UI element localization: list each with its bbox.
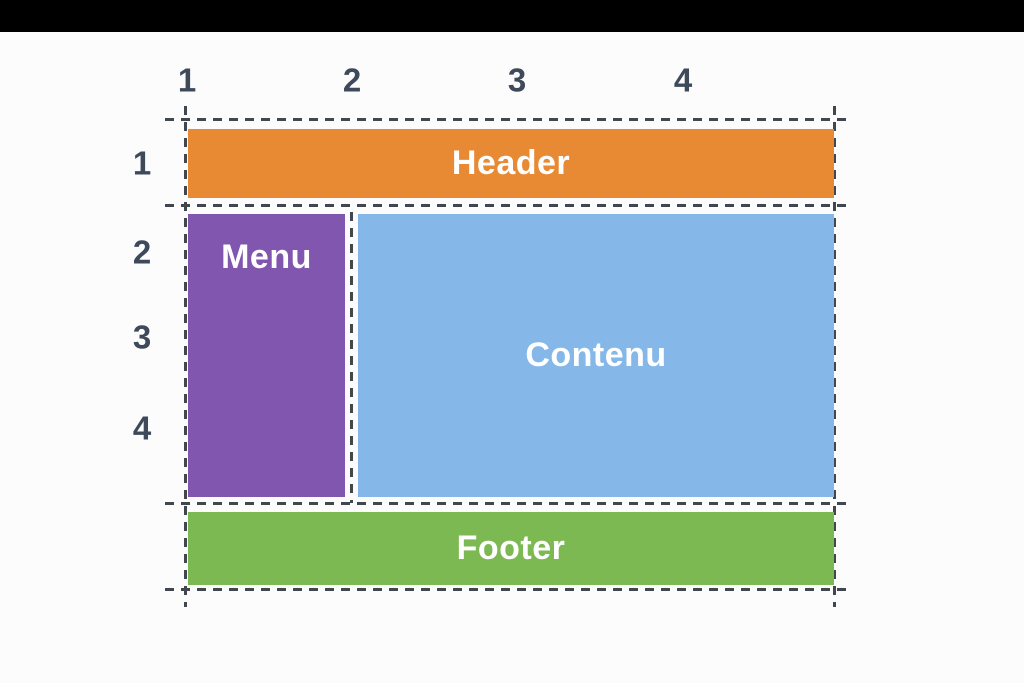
content-area: Contenu (358, 214, 834, 497)
grid-row-line-3 (165, 502, 852, 505)
column-tick-4 (681, 106, 684, 118)
row-number-3: 3 (132, 318, 152, 356)
header-area-label: Header (451, 144, 571, 182)
menu-content-divider-line (350, 212, 353, 503)
row-number-2: 2 (132, 233, 152, 271)
column-tick-2 (350, 106, 353, 118)
column-line-number-3: 3 (507, 61, 527, 99)
grid-column-line-right (833, 106, 836, 607)
row-number-1: 1 (132, 144, 152, 182)
grid-row-line-1 (165, 118, 852, 121)
row-number-4: 4 (132, 409, 152, 447)
column-line-number-1: 1 (177, 61, 197, 99)
column-tick-3 (516, 106, 519, 118)
column-line-number-4: 4 (673, 61, 693, 99)
footer-area: Footer (188, 512, 834, 585)
menu-area: Menu (188, 214, 345, 497)
grid-column-line-left (184, 106, 187, 607)
header-area: Header (188, 129, 834, 198)
content-area-label: Contenu (525, 336, 667, 374)
grid-row-line-4 (165, 588, 852, 591)
letterbox-bar (0, 0, 1024, 32)
menu-area-label: Menu (221, 238, 312, 276)
column-line-number-2: 2 (342, 61, 362, 99)
footer-area-label: Footer (456, 529, 566, 567)
grid-row-line-2 (165, 204, 852, 207)
